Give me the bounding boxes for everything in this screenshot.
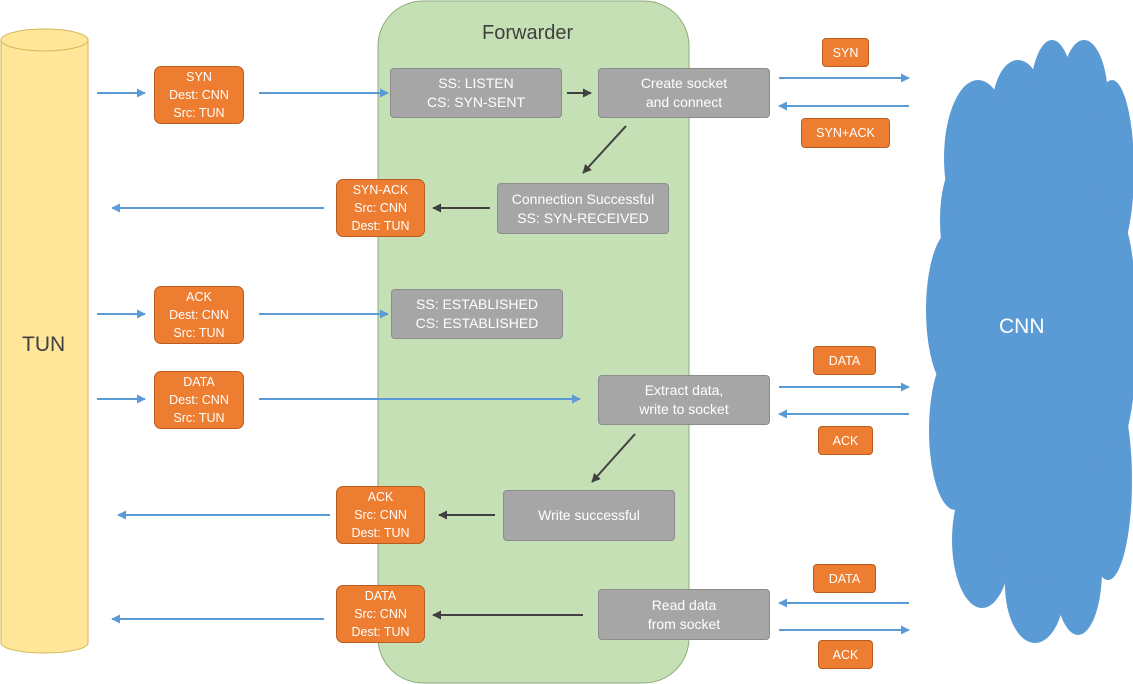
packet-line: Src: CNN [354,201,407,215]
cnn-label-data-2: DATA [813,564,876,593]
state-line: Connection Successful [511,190,655,207]
state-line: Extract data, [644,382,724,398]
packet-line: Dest: CNN [169,393,229,407]
state-line: write to socket [639,401,729,417]
packet-line: Dest: CNN [169,88,229,102]
cnn-label-syn-ack: SYN+ACK [801,118,890,148]
state-line: SS: ESTABLISHED [416,296,538,312]
packet-data-out: DATA Src: CNN Dest: TUN [336,585,425,643]
packet-line: Dest: TUN [351,219,410,233]
state-line: SS: LISTEN [438,75,514,91]
cnn-cloud [926,40,1133,643]
packet-line: Dest: CNN [169,308,229,322]
packet-ack-back: ACK Src: CNN Dest: TUN [336,486,425,544]
state-line: SS: SYN-RECEIVED [517,209,649,226]
cnn-label-ack-2: ACK [818,640,873,669]
packet-type: DATA [364,589,397,603]
packet-ack: ACK Dest: CNN Src: TUN [154,286,244,344]
cnn-label-syn: SYN [822,38,869,67]
packet-type: SYN [186,70,212,84]
packet-line: Src: CNN [354,607,407,621]
packet-data-in: DATA Dest: CNN Src: TUN [154,371,244,429]
cnn-label-data-1: DATA [813,346,876,375]
packet-syn-ack: SYN-ACK Src: CNN Dest: TUN [336,179,425,237]
state-line: CS: ESTABLISHED [415,315,539,331]
packet-type: ACK [186,290,212,304]
cnn-arrows [778,73,910,635]
cnn-label-ack-1: ACK [818,426,873,455]
packet-line: Src: TUN [173,326,225,340]
state-connection-successful: Connection Successful SS: SYN-RECEIVED [497,183,669,234]
packet-type: SYN-ACK [352,183,409,197]
forwarder-arrows [432,88,636,620]
state-listen: SS: LISTEN CS: SYN-SENT [390,68,562,118]
packet-line: Src: CNN [354,508,407,522]
packet-line: Dest: TUN [351,526,410,540]
packet-type: ACK [367,490,394,504]
packet-type: DATA [183,375,215,389]
state-write-successful: Write successful [503,490,675,541]
arrow-extract-write [591,433,636,483]
tun-label: TUN [22,333,66,356]
packet-syn: SYN Dest: CNN Src: TUN [154,66,244,124]
packet-line: Src: TUN [173,411,225,425]
state-line: Create socket [640,75,728,91]
packet-line: Dest: TUN [351,625,410,639]
state-read-data: Read data from socket [598,589,770,640]
state-line: from socket [647,615,721,632]
tun-arrows [97,88,581,624]
state-line: CS: SYN-SENT [426,94,525,110]
state-line: Read data [651,596,717,613]
state-extract-data: Extract data, write to socket [598,375,770,425]
cnn-label: CNN [999,315,1045,338]
state-established: SS: ESTABLISHED CS: ESTABLISHED [391,289,563,339]
arrow-create-success [582,125,627,174]
packet-line: Src: TUN [173,106,225,120]
tun-cylinder [0,28,89,654]
state-create-socket: Create socket and connect [598,68,770,118]
state-line: and connect [645,94,723,110]
forwarder-title: Forwarder [482,22,574,44]
state-line: Write successful [538,507,640,523]
